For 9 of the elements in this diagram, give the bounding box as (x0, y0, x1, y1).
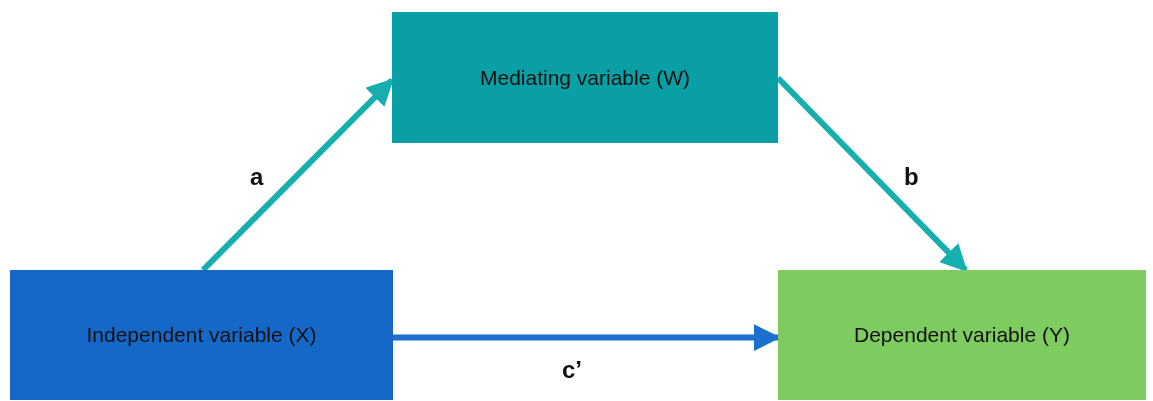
box-label: Dependent variable (Y) (854, 323, 1070, 347)
box-label: Mediating variable (W) (479, 65, 691, 90)
variable-box (778, 270, 1146, 400)
variable-box (392, 12, 778, 143)
edge-label: a (250, 165, 264, 189)
variable-box (10, 270, 393, 400)
box-label: Independent variable (X) (86, 323, 317, 347)
edge-label: b (904, 165, 919, 189)
edge-label: c’ (562, 358, 582, 382)
